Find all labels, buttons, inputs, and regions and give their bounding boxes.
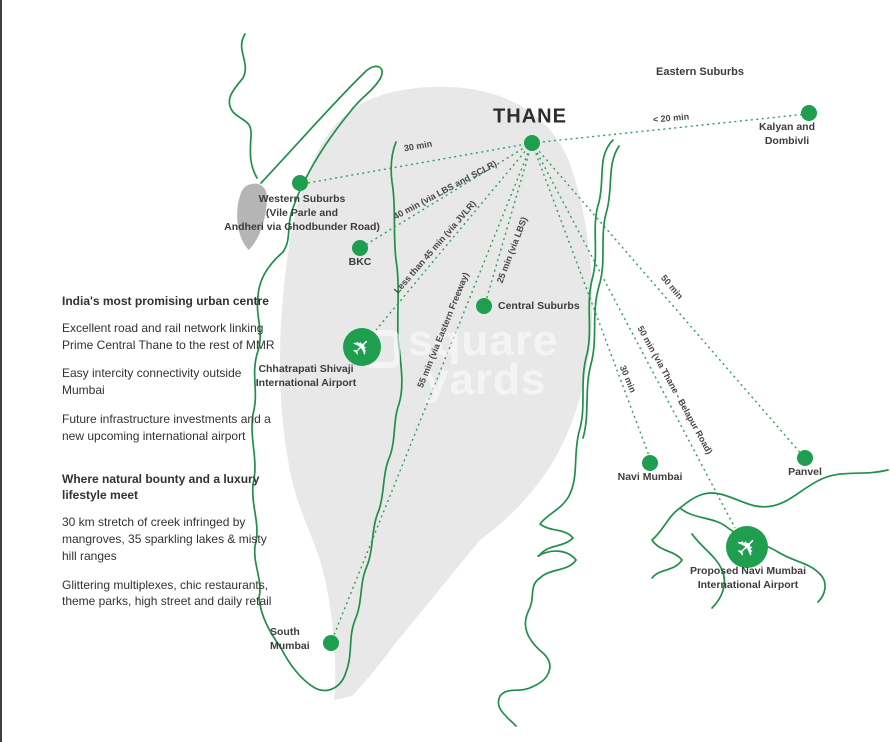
location-label-bkc: BKC (348, 256, 372, 268)
location-label-western-suburbs: Western Suburbs (Vile Parle and Andheri … (224, 193, 380, 233)
route-line-bkc (361, 142, 533, 248)
western-shade (237, 183, 268, 250)
location-label-central-suburbs: Central Suburbs (498, 300, 580, 312)
coastline-right-small (691, 533, 726, 609)
coastline-right-lower (651, 507, 683, 579)
info-item-infrastructure: Future infrastructure investments and a … (62, 411, 271, 443)
location-label-south-mumbai: South Mumbai (270, 626, 310, 652)
location-label-navi-mumbai: Navi Mumbai (617, 471, 683, 483)
route-line-central-suburbs (484, 142, 533, 305)
airport-label-nmia: Proposed Navi Mumbai International Airpo… (689, 565, 807, 591)
airport-plane-icon: ✈ (345, 330, 378, 363)
hub-dot-thane (524, 135, 540, 151)
location-dot-bkc (352, 240, 368, 256)
route-line-csia (375, 142, 533, 331)
info-section-gap (62, 457, 282, 471)
location-dot-central-suburbs (476, 298, 492, 314)
route-line-navi-mumbai (531, 142, 652, 462)
coastline-creek-inlet (260, 65, 383, 253)
airport-plane-icon: ✈ (728, 528, 766, 566)
thane-creek-outer (538, 139, 614, 557)
route-line-south-mumbai (331, 142, 533, 641)
airport-label-csia: Chhatrapati Shivaji International Airpor… (255, 363, 357, 389)
location-label-kalyan: Kalyan and Dombivli (758, 121, 816, 147)
region-label-eastern-suburbs: Eastern Suburbs (655, 66, 745, 78)
csia-airport-marker: ✈ (343, 328, 381, 366)
region-blob (280, 86, 593, 700)
location-dot-navi-mumbai (642, 455, 658, 471)
info-item-creek: 30 km stretch of creek infringed by mang… (62, 515, 267, 563)
coastline-bottom-mid (497, 550, 577, 727)
location-label-panvel: Panvel (788, 466, 822, 478)
location-dot-western-suburbs (292, 175, 308, 191)
info-item-multiplexes: Glittering multiplexes, chic restaurants… (62, 577, 272, 609)
info-heading-urban-centre: India's most promising urban centre (62, 294, 269, 308)
thane-creek-inner (582, 145, 620, 439)
info-heading-natural-bounty: Where natural bounty and a luxury lifest… (62, 471, 260, 503)
location-dot-panvel (797, 450, 813, 466)
info-item-road-rail: Excellent road and rail network linking … (62, 320, 275, 352)
coastline-northwest (228, 33, 258, 179)
route-line-kalyan (531, 113, 808, 144)
info-panel: India's most promising urban centre Exce… (62, 293, 282, 622)
route-line-western-suburbs (301, 142, 533, 185)
location-dot-south-mumbai (323, 635, 339, 651)
location-dot-kalyan (801, 105, 817, 121)
hub-title-thane: THANE (493, 105, 567, 128)
route-line-nmia (531, 142, 736, 529)
nmia-airport-marker: ✈ (726, 526, 768, 568)
info-item-intercity: Easy intercity connectivity outside Mumb… (62, 366, 242, 398)
